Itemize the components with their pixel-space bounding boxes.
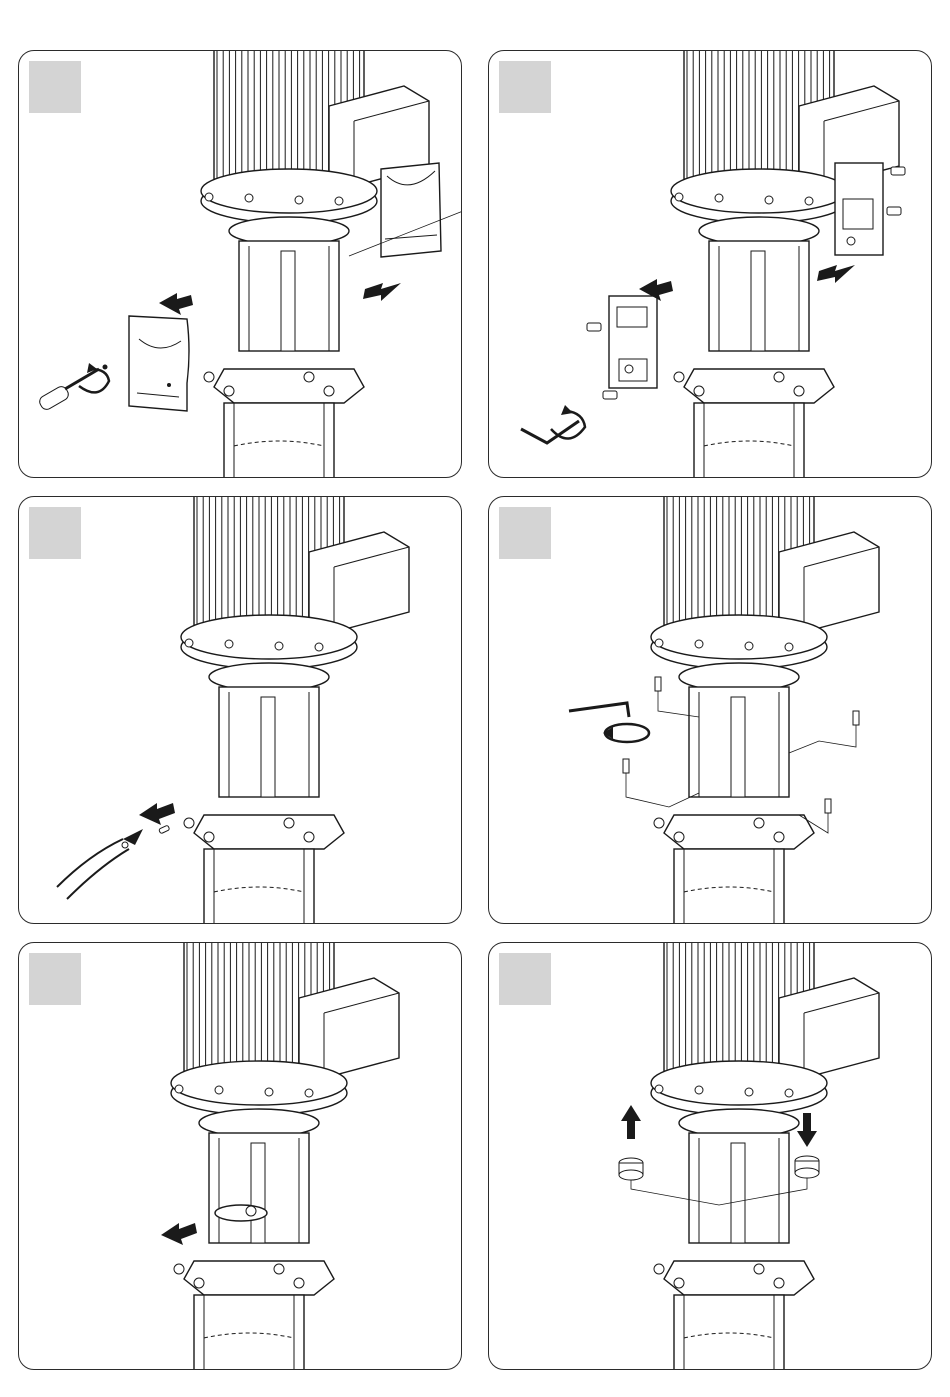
- motor-flange: [171, 1061, 347, 1115]
- step-panel-2: [488, 50, 932, 478]
- pump-assembly: [651, 943, 879, 1370]
- pump-bracket: [199, 1109, 319, 1243]
- pump-bracket: [699, 217, 819, 351]
- step-panel-3: [18, 496, 462, 924]
- pump-base: [204, 369, 364, 403]
- arrow-in-right-icon: [363, 283, 401, 301]
- pump-bracket: [679, 1109, 799, 1243]
- pump-assembly: [181, 497, 409, 924]
- step-number-badge: [499, 953, 551, 1005]
- motor-flange: [201, 169, 377, 223]
- arrow-up-icon: [621, 1105, 641, 1139]
- seal-plate: [215, 1205, 267, 1221]
- step-number-badge: [499, 507, 551, 559]
- pump-base: [174, 1261, 334, 1295]
- pump-illustration: [489, 943, 932, 1370]
- pump-column: [194, 1295, 304, 1370]
- pump-illustration: [19, 497, 462, 924]
- screwdriver-icon: [38, 363, 109, 412]
- step-panel-6: [488, 942, 932, 1370]
- pump-base: [654, 1261, 814, 1295]
- pump-bracket: [229, 217, 349, 351]
- coupling-half-right: [835, 163, 883, 255]
- hex-key-icon: [521, 405, 585, 443]
- step-number-badge: [29, 61, 81, 113]
- arrow-down-icon: [797, 1113, 817, 1147]
- step-number-badge: [499, 61, 551, 113]
- pin-icon: [159, 825, 170, 834]
- pliers-icon: [57, 829, 143, 899]
- pump-bracket: [679, 663, 799, 797]
- motor-flange: [651, 615, 827, 669]
- seal-ring-left: [619, 1158, 643, 1180]
- pump-base: [674, 369, 834, 403]
- pump-illustration: [489, 497, 932, 924]
- pump-bracket: [209, 663, 329, 797]
- pump-column: [224, 403, 334, 478]
- motor-flange: [651, 1061, 827, 1115]
- step-panel-4: [488, 496, 932, 924]
- arrow-out-left-icon: [139, 803, 175, 825]
- seal-ring-right: [795, 1156, 819, 1178]
- step-panel-5: [18, 942, 462, 1370]
- pump-column: [674, 849, 784, 924]
- pump-column: [204, 849, 314, 924]
- step-number-badge: [29, 507, 81, 559]
- coupling-half-left: [609, 296, 657, 388]
- motor-flange: [671, 169, 847, 223]
- pump-assembly: [671, 51, 899, 478]
- pump-base: [654, 815, 814, 849]
- pump-assembly: [651, 497, 879, 924]
- step-panel-1: [18, 50, 462, 478]
- pump-illustration: [489, 51, 932, 478]
- arrow-out-left-icon: [161, 1223, 197, 1245]
- arrow-out-left-icon: [159, 293, 193, 315]
- pump-base: [184, 815, 344, 849]
- hex-key-icon: [569, 703, 649, 742]
- pump-assembly: [171, 943, 399, 1370]
- motor-flange: [181, 615, 357, 669]
- pump-column: [674, 1295, 784, 1370]
- pump-column: [694, 403, 804, 478]
- arrow-in-right-icon: [817, 265, 855, 283]
- pump-illustration: [19, 51, 462, 478]
- step-number-badge: [29, 953, 81, 1005]
- pump-assembly: [201, 51, 429, 478]
- pump-illustration: [19, 943, 462, 1370]
- coupling-guard-left: [129, 316, 189, 411]
